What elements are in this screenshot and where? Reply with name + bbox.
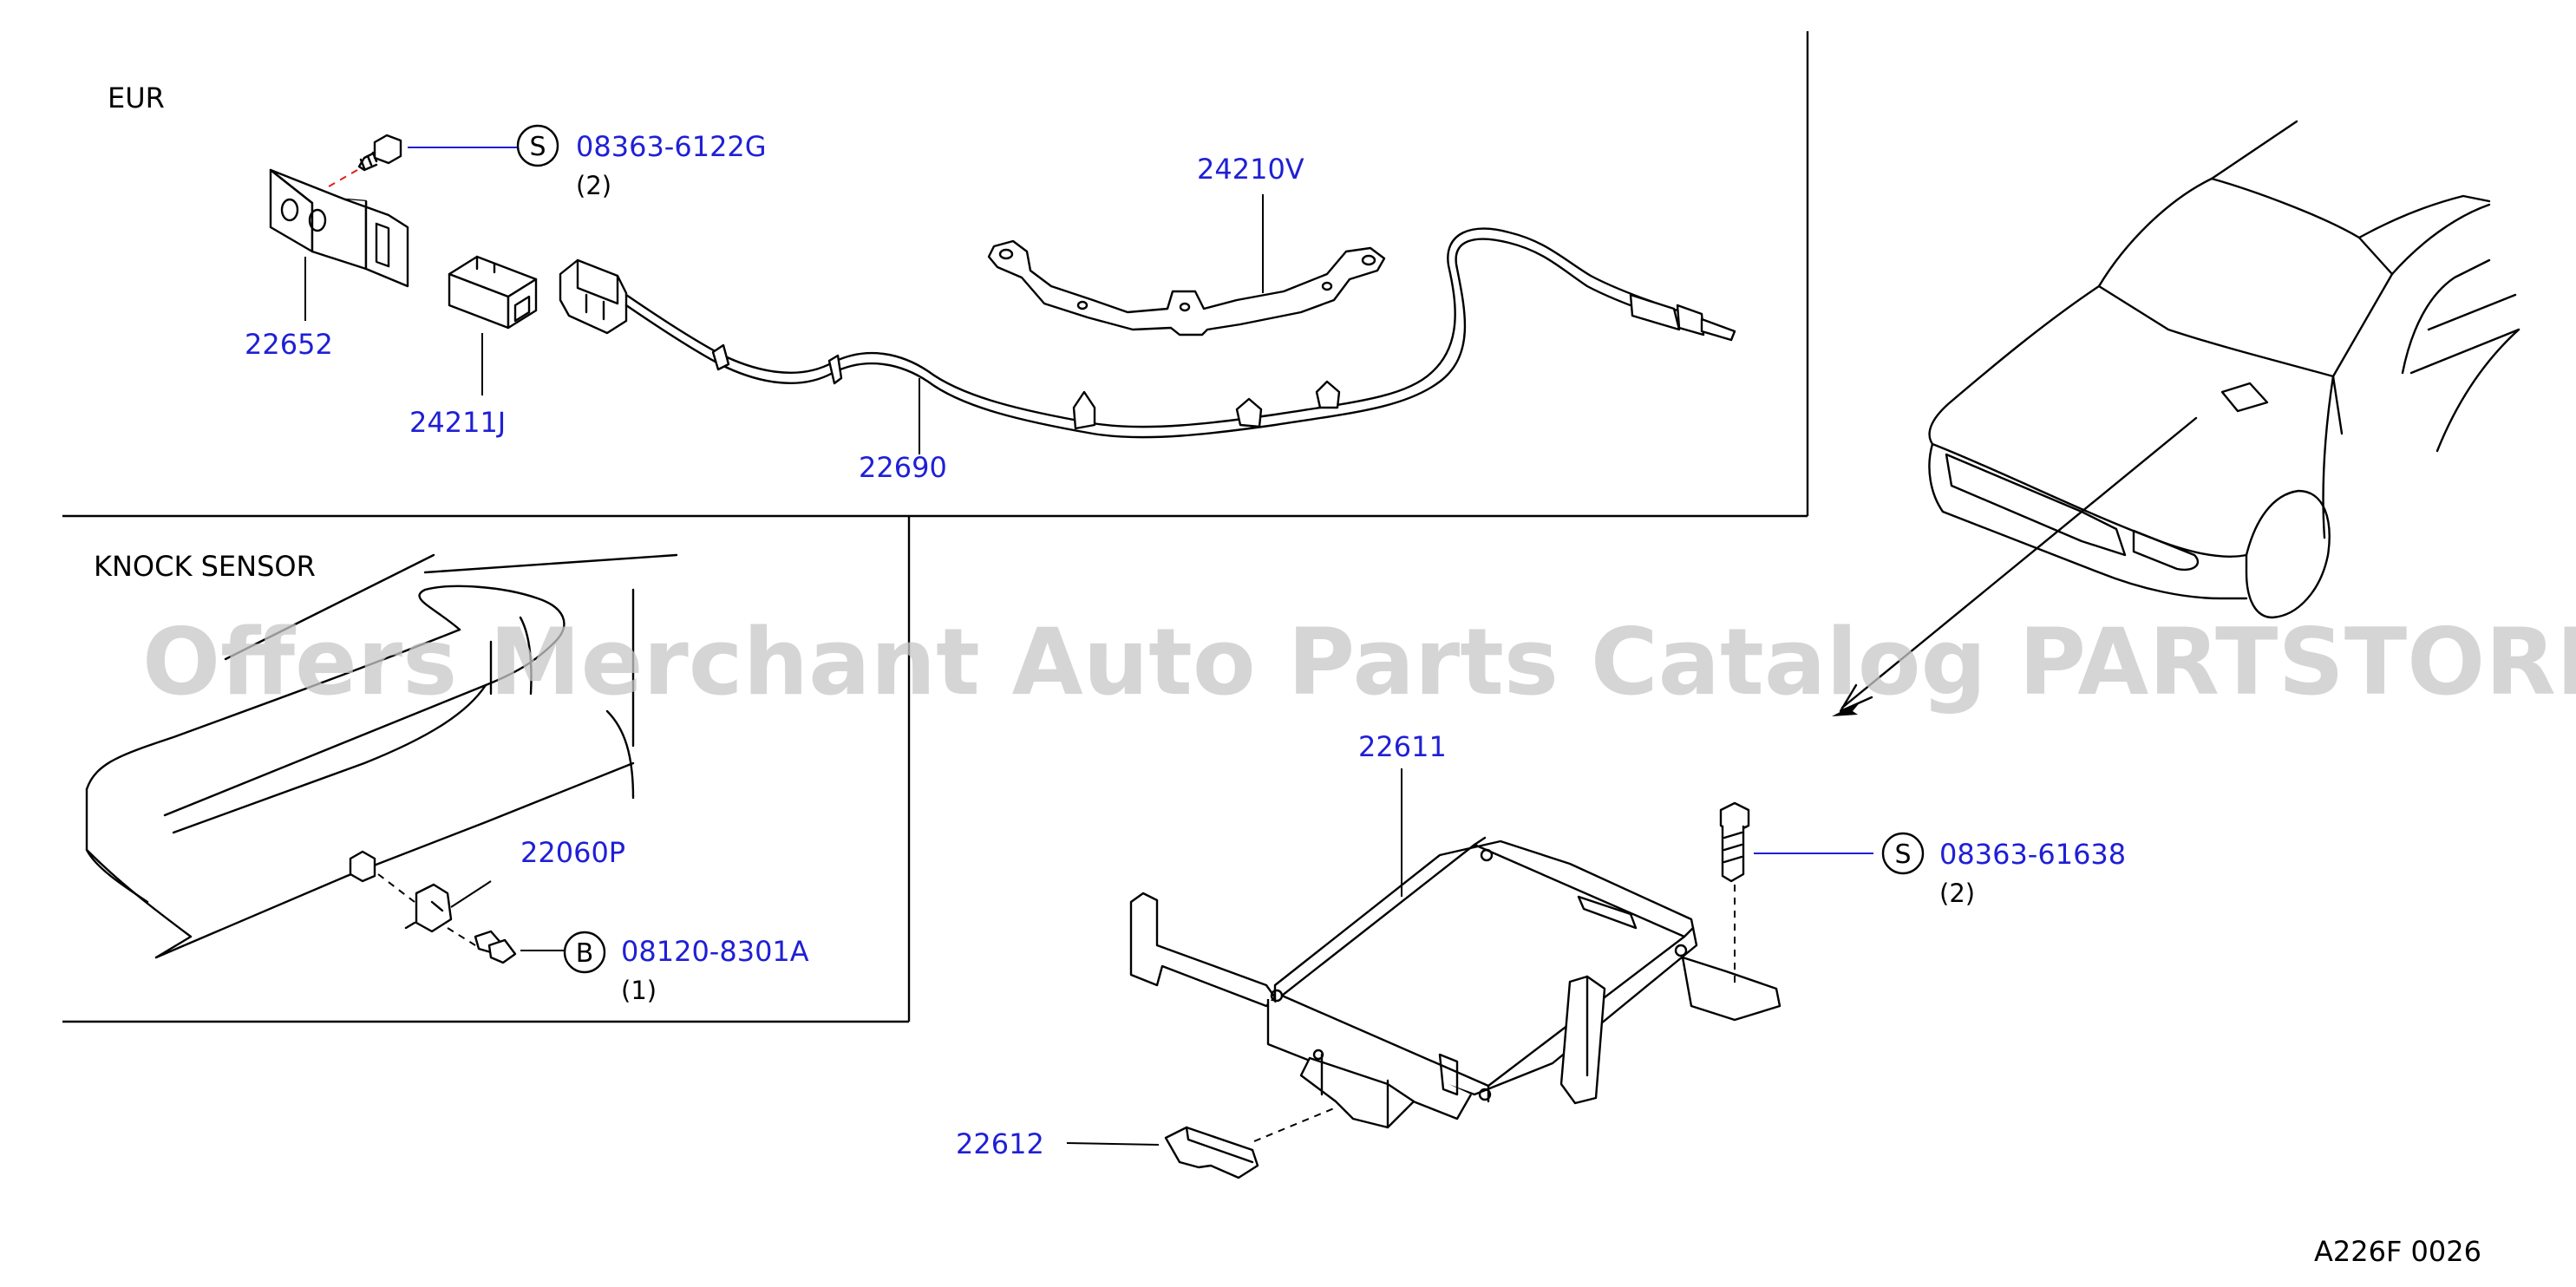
part-number-22690[interactable]: 22690 <box>859 451 947 484</box>
bolt-08363-61638-drawing <box>1719 801 1750 985</box>
part-number-24211j[interactable]: 24211J <box>409 406 506 439</box>
quantity-label: (2) <box>576 171 611 200</box>
callout-symbol-b: B <box>576 938 594 969</box>
ecm-bracket-22611-drawing <box>1129 836 1782 1129</box>
part-number-22652[interactable]: 22652 <box>245 328 333 361</box>
quantity-label: (2) <box>1939 879 1975 908</box>
bolt-08363-6122g-drawing <box>324 134 402 190</box>
engine-block-drawing <box>85 553 678 959</box>
part-number-24210v[interactable]: 24210V <box>1197 153 1304 186</box>
callout-symbol-s: S <box>1894 839 1911 870</box>
part-number-08120-8301a[interactable]: 08120-8301A <box>621 935 809 968</box>
eur-section-frame <box>62 31 1809 518</box>
knock-sensor-section-label: KNOCK SENSOR <box>94 550 316 583</box>
part-number-08363-6122g[interactable]: 08363-6122G <box>576 130 767 163</box>
eur-section-label: EUR <box>108 82 165 114</box>
callout-bolt-eur[interactable]: S 08363-6122G (2) <box>516 124 767 200</box>
diagram-code: A226F 0026 <box>2314 1235 2481 1268</box>
quantity-label: (1) <box>621 976 657 1005</box>
part-number-22611[interactable]: 22611 <box>1358 730 1447 763</box>
callout-symbol-s: S <box>529 132 546 162</box>
knock-sensor-22060p-drawing <box>349 850 517 964</box>
callout-bolt-ecm[interactable]: S 08363-61638 (2) <box>1881 832 2126 908</box>
clip-22612-drawing <box>1164 1107 1335 1179</box>
relay-24211j-drawing <box>448 255 538 330</box>
part-number-22612[interactable]: 22612 <box>956 1127 1044 1160</box>
exhaust-temp-sensor-harness-22690-drawing <box>559 227 1736 439</box>
knock-sensor-section-frame <box>62 516 911 1023</box>
watermark-text: Offers Merchant Auto Parts Catalog PARTS… <box>142 609 2576 715</box>
callout-bolt-knock[interactable]: B 08120-8301A (1) <box>563 931 809 1005</box>
bracket-24210v-drawing <box>987 239 1386 336</box>
bracket-22652-drawing <box>269 168 409 288</box>
vehicle-illustration <box>1928 120 2520 619</box>
part-number-08363-61638[interactable]: 08363-61638 <box>1939 838 2126 871</box>
location-arrow <box>1832 416 2198 716</box>
part-number-22060p[interactable]: 22060P <box>520 836 625 869</box>
